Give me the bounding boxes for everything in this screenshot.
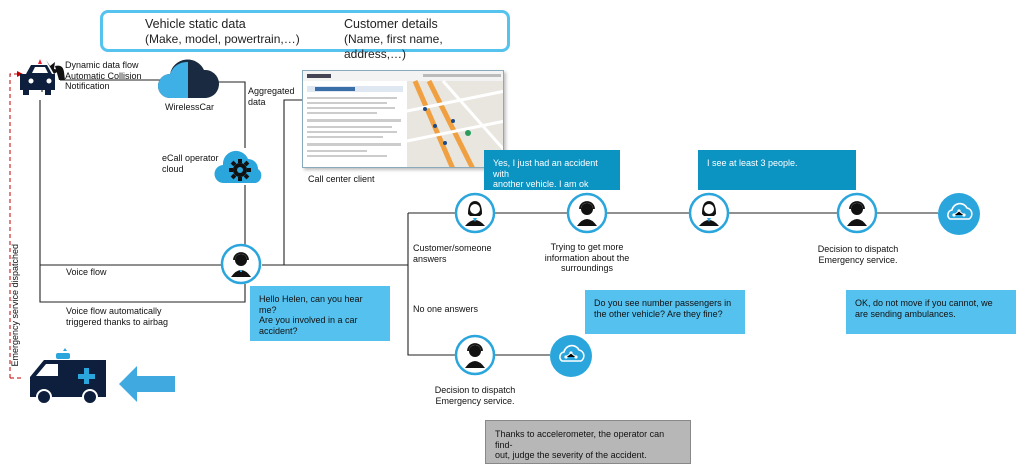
static-data-panel: Vehicle static data (Make, model, powert… <box>100 10 510 61</box>
data-flow-label: Dynamic data flow Automatic Collision No… <box>65 60 142 91</box>
operator-headset-icon <box>220 243 262 285</box>
connector-lines <box>39 78 938 356</box>
emergency-dispatched-label: Emergency service dispatched <box>9 243 20 367</box>
trying-info-label: Trying to get more information about the… <box>544 242 630 273</box>
customer-answers-label: Customer/someone answers <box>413 243 492 264</box>
voice-auto-label: Voice flow automatically triggered thank… <box>66 306 169 327</box>
emergency-network-icon <box>938 193 980 235</box>
branch-vertical <box>407 213 456 356</box>
emergency-dispatch-line <box>9 71 23 378</box>
aggregated-line <box>215 81 246 148</box>
arrow-left-icon <box>119 366 175 402</box>
ambulance-icon <box>30 348 106 405</box>
customer-details-subtitle: (Name, first name, address,…) <box>344 32 443 61</box>
voice-auto-line <box>39 100 246 303</box>
customer-reply-bubble: I see at least 3 people. <box>698 150 856 190</box>
customer-reply-bubble: Yes, I just had an accident with another… <box>484 150 620 190</box>
car-crash-icon <box>20 59 65 95</box>
call-center-screenshot <box>302 70 504 168</box>
screenshot-map <box>303 71 503 167</box>
operator-headset-icon <box>454 334 496 376</box>
woman-customer-icon <box>688 192 730 234</box>
aggregated-data-label: Aggregated data <box>248 86 295 107</box>
vehicle-data-title: Vehicle static data <box>145 17 246 31</box>
wirelesscar-cloud-icon <box>158 59 220 98</box>
vehicle-data-subtitle: (Make, model, powertrain,…) <box>145 32 300 46</box>
operator-client-line <box>283 99 302 265</box>
emergency-network-icon <box>550 335 592 377</box>
woman-customer-icon <box>454 192 496 234</box>
operator-reassure-bubble: OK, do not move if you cannot, we are se… <box>846 290 1016 334</box>
gear-cloud-icon <box>214 150 262 184</box>
decision-dispatch-label: Decision to dispatch Emergency service. <box>434 385 516 406</box>
wirelesscar-label: WirelessCar <box>165 102 215 112</box>
voice-flow-label: Voice flow <box>66 267 107 277</box>
ecall-cloud-label: eCall operator cloud <box>162 153 219 174</box>
customer-details-title: Customer details <box>344 17 438 31</box>
operator-headset-icon <box>566 192 608 234</box>
operator-question-bubble: Do you see number passengers in the othe… <box>585 290 745 334</box>
no-one-answers-label: No one answers <box>413 304 479 314</box>
operator-hello-bubble: Hello Helen, can you hear me? Are you in… <box>250 286 390 341</box>
call-center-label: Call center client <box>308 174 375 184</box>
accelerometer-note: Thanks to accelerometer, the operator ca… <box>485 420 691 464</box>
decision-dispatch-label: Decision to dispatch Emergency service. <box>817 244 899 265</box>
operator-headset-icon <box>836 192 878 234</box>
